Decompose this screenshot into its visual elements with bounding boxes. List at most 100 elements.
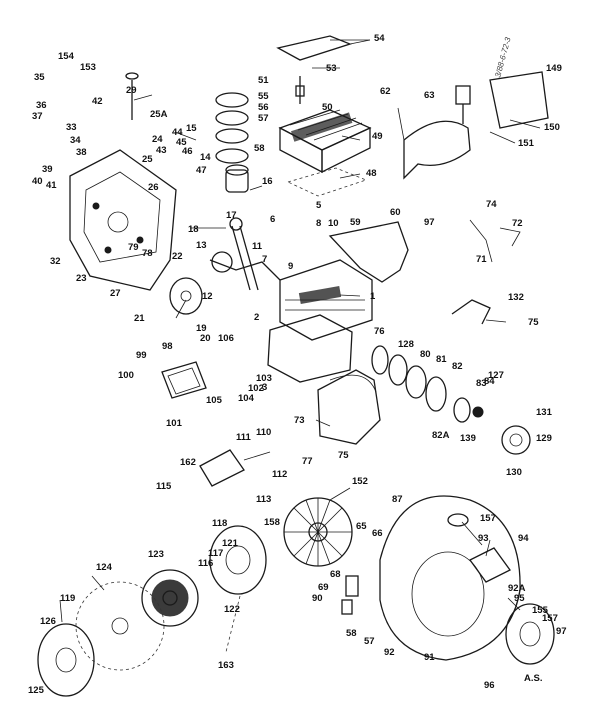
part-number-label: 49 [372,131,383,142]
part-number-label: 25A [150,109,168,120]
part-number-label: 130 [506,467,522,478]
part-number-label: 94 [518,533,529,544]
part-number-label: 58 [254,143,265,154]
part-number-label: 27 [110,288,121,299]
part-number-label: 43 [156,145,167,156]
part-number-label: 90 [312,593,323,604]
part-number-label: 16 [262,176,273,187]
part-number-label: 40 [32,176,43,187]
part-number-label: 59 [350,217,361,228]
part-number-label: 115 [156,481,172,492]
part-number-label: 82 [452,361,463,372]
part-number-label: 75 [338,450,349,461]
part-number-label: 37 [32,111,43,122]
part-number-label: 24 [152,134,163,145]
part-number-label: 93 [478,533,489,544]
part-number-label: 139 [460,433,476,444]
initials: A.S. [524,673,542,684]
part-number-label: 151 [518,138,535,149]
part-number-label: 87 [392,494,403,505]
part-number-label: 36 [36,100,47,111]
part-number-label: 132 [508,292,524,303]
part-number-label: 50 [322,102,333,113]
part-number-label: 57 [364,636,375,647]
part-number-label: 23 [76,273,87,284]
part-number-label: 98 [162,341,173,352]
part-number-label: 80 [420,349,431,360]
part-number-label: 34 [70,135,81,146]
part-number-label: 97 [424,217,435,228]
part-number-label: 32 [50,256,61,267]
part-number-label: 128 [398,339,414,350]
part-number-label: 149 [546,63,562,74]
part-number-label: 69 [318,582,329,593]
part-number-label: 110 [256,427,271,438]
part-number-label: 106 [218,333,234,344]
part-number-label: 18 [188,224,199,235]
part-number-label: 157 [542,613,558,624]
part-number-label: 126 [40,616,56,627]
part-number-label: 68 [330,569,341,580]
part-number-label: 3 [262,382,267,393]
part-number-label: 21 [134,313,145,324]
part-number-label: 65 [356,521,367,532]
part-number-label: 113 [256,494,271,505]
part-number-label: 99 [136,350,147,361]
part-number-label: 19 [196,323,207,334]
part-number-label: 72 [512,218,523,229]
part-number-label: 157 [480,513,496,524]
part-number-label: 150 [544,122,560,133]
part-number-label: 58 [346,628,357,639]
part-number-label: 101 [166,418,183,429]
reference-code: 3/88-6-72-3 [493,36,513,79]
part-number-label: 119 [60,593,75,604]
part-number-label: 82A [432,430,450,441]
part-number-label: 47 [196,165,207,176]
part-number-label: 77 [302,456,313,467]
part-number-label: 1 [370,291,376,302]
part-number-label: 12 [202,291,213,302]
part-number-label: 124 [96,562,113,573]
part-number-label: 25 [142,154,153,165]
part-number-label: 26 [148,182,159,193]
part-number-label: 105 [206,395,223,406]
part-number-label: 104 [238,393,255,404]
part-number-label: 131 [536,407,553,418]
part-number-label: 57 [258,113,269,124]
part-number-label: 102 [248,383,264,394]
part-number-label: 35 [34,72,45,83]
part-number-label: 154 [58,51,75,62]
part-number-label: 14 [200,152,211,163]
part-number-label: 7 [262,254,267,265]
part-number-label: 45 [176,137,187,148]
part-number-label: 163 [218,660,234,671]
part-number-label: 73 [294,415,305,426]
part-number-label: 125 [28,685,45,696]
part-number-label: 33 [66,122,77,133]
part-number-label: 83 [476,378,487,389]
part-number-label: 153 [80,62,96,73]
part-number-label: 66 [372,528,383,539]
part-number-label: 100 [118,370,134,381]
part-number-label: 103 [256,373,272,384]
part-number-label: 11 [252,241,263,252]
part-number-label: 71 [476,254,487,265]
part-number-label: 60 [390,207,401,218]
part-number-label: 152 [352,476,368,487]
part-number-label: 62 [380,86,391,97]
part-number-label: 96 [484,680,495,691]
line-art [37,35,555,697]
part-number-label: 97 [556,626,567,637]
part-number-label: 6 [270,214,275,225]
part-number-label: 38 [76,147,87,158]
part-number-label: 81 [436,354,447,365]
part-number-label: 117 [208,548,223,559]
part-number-label: 95 [514,593,525,604]
part-number-label: 5 [316,200,322,211]
part-number-label: 13 [196,240,207,251]
part-number-label: 158 [264,517,280,528]
part-number-label: 39 [42,164,53,175]
part-number-label: 129 [536,433,552,444]
part-number-label: 53 [326,63,337,74]
